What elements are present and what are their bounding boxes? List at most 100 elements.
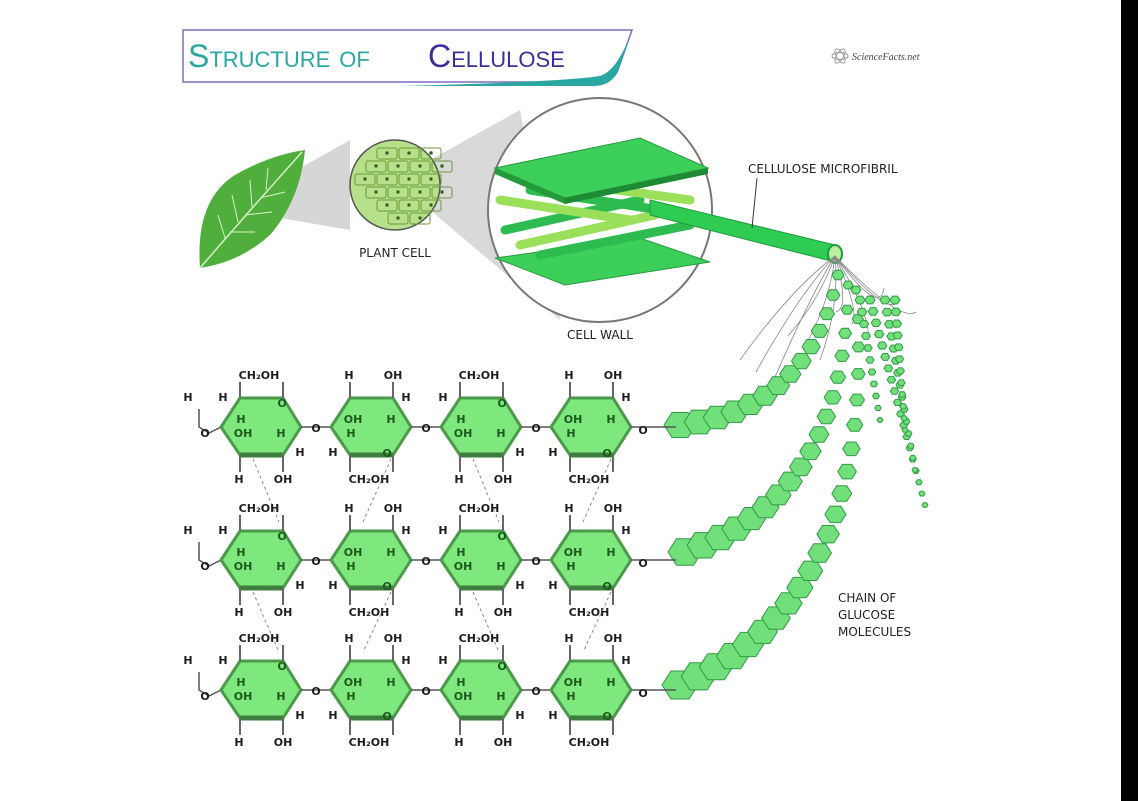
ring-atom-label: O [277, 530, 286, 543]
ring-atom-label: H [276, 427, 285, 440]
glucose-hexagon [846, 418, 864, 432]
glucose-hexagon [788, 457, 813, 477]
ring-atom-label: H [386, 676, 395, 689]
title-part2: Cellulose [428, 38, 565, 74]
glucose-hexagon [861, 332, 871, 340]
glucose-hexagon [921, 502, 929, 508]
ring-atom-label: H [456, 676, 465, 689]
sciencefacts-logo: ScienceFacts.net [831, 48, 920, 64]
ring-atom-label: CH₂OH [349, 606, 390, 619]
ring-atom-label: OH [344, 413, 363, 426]
glucose-ring [219, 382, 303, 472]
ring-atom-label: OH [344, 546, 363, 559]
ring-atom-label: H [454, 736, 463, 749]
glucose-hexagon [884, 320, 895, 329]
ring-atom-label: H [295, 709, 304, 722]
ring-atom-label: O [382, 710, 391, 723]
glucose-hexagon [816, 525, 840, 544]
ring-atom-label: H [606, 413, 615, 426]
ring-atom-label: H [515, 709, 524, 722]
ring-atom-label: H [564, 502, 573, 515]
glucose-hexagon [870, 318, 882, 327]
glucose-hexagon [867, 307, 879, 316]
title-part1: Structure of [188, 38, 370, 74]
title-banner: Structure of Cellulose [182, 29, 634, 86]
glucose-hexagon [858, 319, 870, 329]
glucose-chains [661, 269, 929, 700]
ring-atom-label: OH [384, 369, 403, 382]
terminal-hydrogen: H [183, 391, 192, 404]
ring-atom-label: H [295, 579, 304, 592]
ring-atom-label: OH [604, 632, 623, 645]
glucose-hexagon [850, 368, 866, 380]
ring-atom-label: H [234, 736, 243, 749]
ring-atom-label: H [564, 369, 573, 382]
ring-atom-label: H [621, 524, 630, 537]
ring-atom-label: CH₂OH [239, 502, 280, 515]
glucose-hexagon [918, 490, 926, 497]
ring-atom-label: OH [274, 606, 293, 619]
glucose-ring [549, 645, 633, 735]
glucose-hexagon [863, 344, 873, 352]
glucose-hexagon [842, 280, 854, 290]
ring-atom-label: O [382, 580, 391, 593]
ring-atom-label: H [236, 676, 245, 689]
glycosidic-oxygen: O [531, 685, 540, 698]
ring-atom-label: H [344, 502, 353, 515]
glycosidic-oxygen: O [531, 422, 540, 435]
ring-atom-label: H [401, 654, 410, 667]
hydrogen-bond [362, 591, 392, 653]
glucose-hexagon [838, 327, 853, 339]
atom-icon [831, 48, 849, 64]
glucose-hexagon [892, 331, 903, 340]
ring-atom-label: O [497, 530, 506, 543]
ring-atom-label: CH₂OH [239, 632, 280, 645]
ring-atom-label: CH₂OH [459, 502, 500, 515]
ring-atom-label: H [438, 391, 447, 404]
glucose-hexagon [894, 355, 905, 363]
ring-atom-label: OH [454, 560, 473, 573]
ring-atom-label: H [496, 560, 505, 573]
glucose-hexagon [834, 349, 850, 362]
glucose-hexagon [831, 485, 853, 502]
ring-atom-label: H [566, 690, 575, 703]
ring-atom-label: H [456, 413, 465, 426]
ring-atom-label: H [548, 709, 557, 722]
chain-oxygen: O [638, 557, 647, 570]
hydrogen-bond [582, 591, 612, 653]
glucose-hexagon [831, 269, 845, 281]
terminal-hydrogen: H [183, 524, 192, 537]
ring-atom-label: H [386, 413, 395, 426]
glucose-hexagon [867, 368, 877, 376]
terminal-oxygen: O [200, 690, 209, 703]
ring-atom-label: H [276, 690, 285, 703]
glucose-hexagon [880, 353, 891, 361]
ring-atom-label: H [386, 546, 395, 559]
ring-atom-label: O [602, 580, 611, 593]
glucose-hexagon [890, 307, 902, 317]
glucose-hexagon [898, 391, 907, 398]
glycosidic-oxygen: O [311, 555, 320, 568]
ring-atom-label: H [456, 546, 465, 559]
ring-atom-label: O [382, 447, 391, 460]
chain-oxygen: O [638, 687, 647, 700]
glucose-hexagon [851, 341, 866, 353]
ring-atom-label: OH [384, 502, 403, 515]
ring-atom-label: OH [494, 473, 513, 486]
ring-atom-label: H [218, 654, 227, 667]
hydrogen-bond [472, 458, 500, 523]
ring-atom-label: H [328, 709, 337, 722]
glycosidic-oxygen: O [421, 685, 430, 698]
glucose-hexagon [823, 390, 842, 405]
glucose-hexagon [881, 307, 893, 317]
chain-label-line1: CHAIN OF [838, 591, 896, 605]
ring-atom-label: H [234, 606, 243, 619]
glucose-ring [439, 645, 523, 735]
ring-atom-label: H [548, 579, 557, 592]
ring-atom-label: H [515, 579, 524, 592]
ring-atom-label: O [277, 397, 286, 410]
glucose-hexagon [837, 463, 857, 480]
ring-atom-label: H [564, 632, 573, 645]
ring-atom-label: OH [454, 690, 473, 703]
